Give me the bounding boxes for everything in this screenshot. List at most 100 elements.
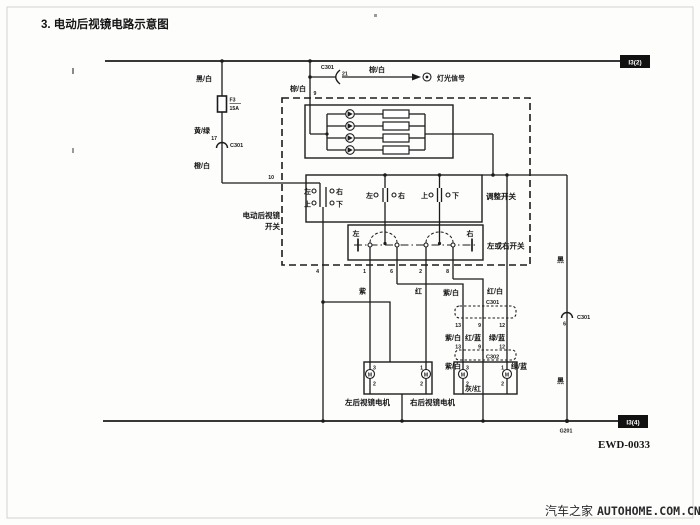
entry-pin-9: 9 xyxy=(314,91,317,97)
adjust-switch: 调整开关 左 右 上 下 左 右 xyxy=(303,173,516,223)
connector-c302: 13 9 12 C302 xyxy=(454,345,517,361)
svg-text:M: M xyxy=(424,372,428,378)
connector-c301-mid: C301 13 9 12 紫/白 红/蓝 绿/蓝 xyxy=(445,300,517,342)
svg-text:M: M xyxy=(505,372,509,378)
lr-label-left: 左 xyxy=(352,229,360,238)
resistor-icon xyxy=(382,121,410,131)
right-motor-label: 右后视镜电机 xyxy=(409,397,455,407)
fuse-rating: 15A xyxy=(230,106,240,112)
left-motor-label: 左后视镜电机 xyxy=(344,397,390,407)
switch-name-line2: 开关 xyxy=(265,221,280,231)
wire-label-purple: 紫 xyxy=(359,287,366,296)
pin-8: 8 xyxy=(446,269,449,275)
g1-label-up: 上 xyxy=(304,200,311,209)
switch-name-line1: 电动后视镜 xyxy=(243,210,281,220)
svg-text:M: M xyxy=(368,372,372,378)
page-ref-top-label: I3(2) xyxy=(628,60,641,67)
c301-pin-9: 9 xyxy=(478,323,481,329)
g1-label-down: 下 xyxy=(336,201,343,209)
connector-pin-6: 6 xyxy=(563,322,566,328)
adjust-switch-label: 调整开关 xyxy=(486,191,516,201)
wire-label-gray-red: 灰/红 xyxy=(465,384,481,393)
right-motor-pin3: 3 xyxy=(466,366,469,372)
pin-4: 4 xyxy=(316,269,319,275)
wire-label-mid-red-blue: 红/蓝 xyxy=(465,333,481,342)
left-right-switch: 左或右开关 左 右 xyxy=(347,222,525,261)
fuse-name: F3 xyxy=(230,98,236,104)
signal-arrow-icon xyxy=(412,73,421,81)
right-mirror-motor: 紫/白 绿/蓝 3 2 1 2 M M 灰/红 右后视镜电机 xyxy=(409,361,527,407)
right-motor-pin2a: 2 xyxy=(466,382,469,388)
wire-label-red: 红 xyxy=(415,287,422,296)
c302-pin-12: 12 xyxy=(499,345,505,351)
left-motor-pin2b: 2 xyxy=(420,382,423,388)
lr-label-right: 右 xyxy=(466,229,474,238)
c301-mid-name: C301 xyxy=(486,300,499,306)
entry-pin-10: 10 xyxy=(268,175,274,181)
wire-label-black-lower: 黑 xyxy=(557,376,564,385)
wire-label-mid-purple-white: 紫/白 xyxy=(445,333,461,342)
page-title: 3. 电动后视镜电路示意图 xyxy=(41,17,169,31)
right-motor-pin1: 1 xyxy=(501,366,504,372)
signal-destination-label: 灯光信号 xyxy=(437,74,465,83)
switch-group-1: 左 右 上 下 xyxy=(303,183,343,222)
lamp-resistor-row xyxy=(327,145,425,155)
lr-switch-label: 左或右开关 xyxy=(486,241,525,251)
page-ref-bottom-label: I3(4) xyxy=(626,420,639,427)
pin-6: 6 xyxy=(390,269,393,275)
resistor-icon xyxy=(382,109,410,119)
pin-2: 2 xyxy=(419,269,422,275)
switch-output-pins: 4 1 6 2 8 xyxy=(316,222,454,370)
switch-group-2: 左 右 xyxy=(365,173,405,222)
resistor-icon xyxy=(382,145,410,155)
power-branch: 黑/白 F3 15A 黄/绿 17 C301 橙/白 10 xyxy=(194,59,306,184)
svg-text:M: M xyxy=(461,372,465,378)
lamp-resistor-row xyxy=(327,121,425,131)
wire-label-brown-white-v: 棕/白 xyxy=(289,84,306,93)
wire-label-low-purple-white: 紫/白 xyxy=(445,362,461,371)
g3-label-down: 下 xyxy=(452,192,459,200)
connector-name-c301-right: C301 xyxy=(577,315,590,321)
resistor-icon xyxy=(382,133,410,143)
g2-label-right: 右 xyxy=(397,191,405,200)
connector-arc-6 xyxy=(560,311,574,319)
g1-label-left: 左 xyxy=(303,187,311,196)
connector-arc-17 xyxy=(215,141,229,149)
scan-artifacts xyxy=(72,14,377,153)
fuse-symbol xyxy=(216,95,228,113)
connector-name-c301-left: C301 xyxy=(230,143,243,149)
lamp-resistor-row xyxy=(327,133,425,143)
page-ref-box-bottom xyxy=(618,415,648,428)
top-bus-wire: I3(2) xyxy=(105,55,650,68)
g3-label-up: 上 xyxy=(421,191,428,200)
c302-pin-9: 9 xyxy=(478,345,481,351)
c302-pin-13: 13 xyxy=(455,345,461,351)
bottom-bus-wire: G201 I3(4) xyxy=(103,415,648,435)
dashed-box xyxy=(281,97,531,266)
wire-label-mid-green-blue: 绿/蓝 xyxy=(489,333,505,342)
wire-label-red-white: 红/白 xyxy=(487,287,503,296)
wire-label-brown-white-h: 棕/白 xyxy=(368,65,385,74)
scan-border xyxy=(6,6,694,519)
c301-pin-13: 13 xyxy=(455,323,461,329)
g1-label-right: 右 xyxy=(335,187,343,196)
switch-group-3: 上 下 xyxy=(421,173,459,222)
ground-point-label: G201 xyxy=(560,429,573,435)
page-ref-box-top xyxy=(620,55,650,68)
right-motor-pin2b: 2 xyxy=(501,382,504,388)
left-mirror-motor: 3 2 1 2 M M 左后视镜电机 xyxy=(344,361,433,421)
connector-arc-21 xyxy=(335,69,341,85)
diagram-code: EWD-0033 xyxy=(598,439,650,451)
wire-label-low-green-blue: 绿/蓝 xyxy=(511,362,527,371)
wire-label-black-white: 黑/白 xyxy=(196,74,212,83)
c302-name: C302 xyxy=(486,355,499,361)
right-ground-rail: 黑 6 C301 黑 xyxy=(482,173,590,421)
signal-branch: C301 21 棕/白 灯光信号 棕/白 9 xyxy=(289,59,465,134)
g2-label-left: 左 xyxy=(365,191,373,200)
harness-wires: 紫 红 紫/白 红/白 xyxy=(321,175,508,421)
wire-label-yellow-green: 黄/绿 xyxy=(194,126,211,135)
c301-pin-12: 12 xyxy=(499,323,505,329)
connector-pin-21: 21 xyxy=(342,72,348,78)
connector-pin-17: 17 xyxy=(211,136,217,142)
